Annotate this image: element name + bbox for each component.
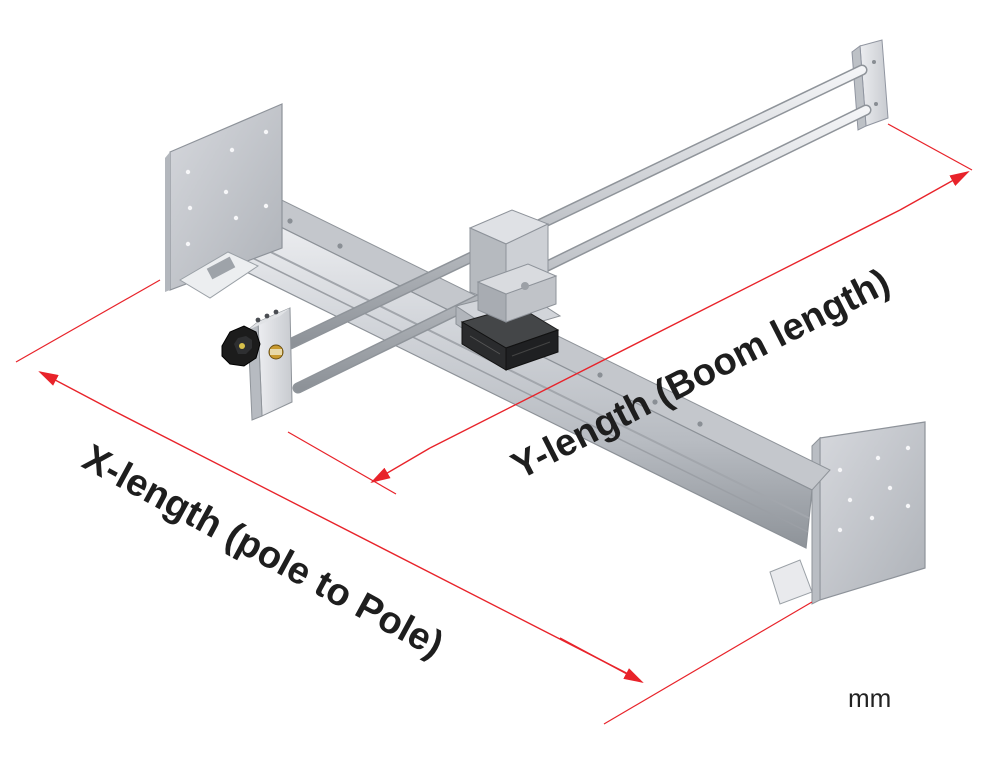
stepper-motor [460, 305, 560, 371]
y-length-arrow-icon [429, 209, 901, 449]
y-length-dimension [287, 123, 973, 495]
x-length-dimension [15, 279, 813, 725]
y-carriage-block [468, 209, 558, 323]
front-rod-bracket [247, 307, 293, 421]
x-length-label: X-length (pole to Pole) [76, 437, 450, 666]
x-length-arrow-icon [111, 409, 641, 681]
rear-rod-bracket [851, 39, 889, 131]
y-axis-rods [284, 64, 872, 394]
left-end-plate [165, 103, 283, 299]
unit-label: mm [848, 683, 891, 713]
adjustment-knob-icon [221, 325, 261, 367]
